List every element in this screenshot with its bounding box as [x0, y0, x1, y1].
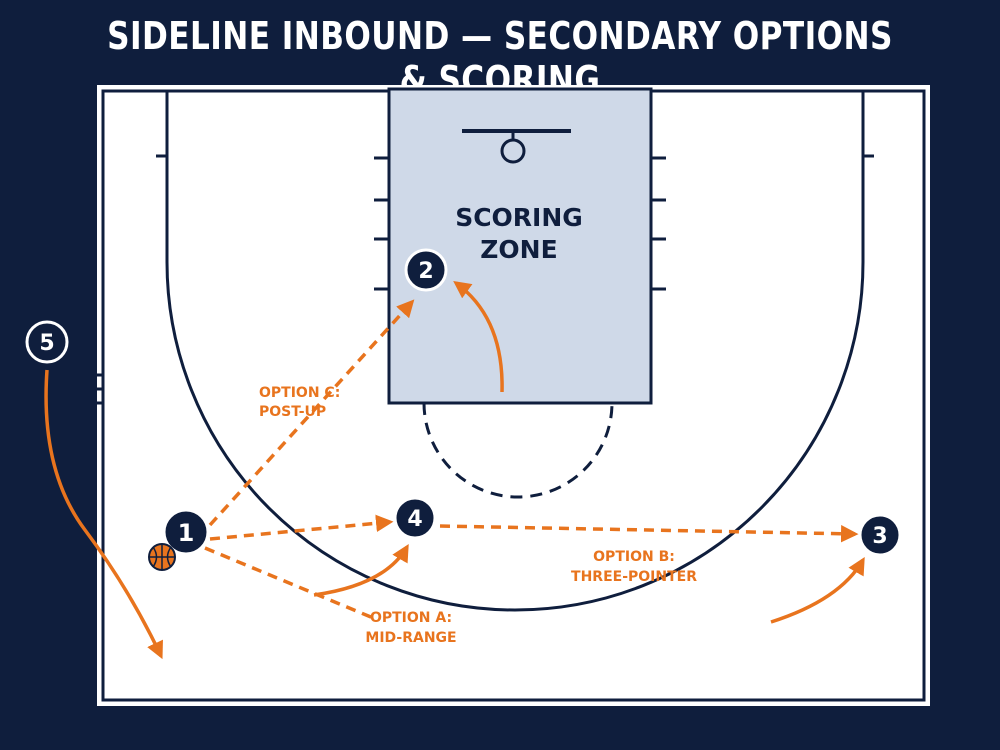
lane-hash-marks: [374, 156, 666, 291]
cut-player-five: [44, 369, 163, 660]
player-three: 3: [858, 513, 902, 557]
basketball-icon: [148, 543, 176, 571]
option-b-label: THREE-POINTER: [571, 569, 697, 585]
svg-text:3: 3: [872, 524, 887, 549]
player-two: 2: [404, 248, 448, 292]
pass-to-four: [209, 514, 394, 541]
cut-player-three: [770, 556, 865, 624]
pass-option-b: [439, 524, 859, 543]
cut-player-two: [453, 280, 504, 393]
svg-text:2: 2: [418, 259, 433, 284]
pass-option-a: [204, 546, 379, 622]
svg-text:1: 1: [178, 519, 195, 547]
option-c-label: POST-UP: [259, 404, 326, 420]
scoring-zone-label: ZONE: [480, 235, 557, 264]
diagram-title: SIDELINE INBOUND — SECONDARY OPTIONS & S…: [107, 14, 893, 102]
svg-text:5: 5: [39, 331, 54, 356]
option-c-label: OPTION C:: [259, 385, 340, 401]
option-a-label: MID-RANGE: [365, 630, 456, 646]
svg-text:4: 4: [407, 507, 422, 532]
scoring-zone-label: SCORING: [455, 203, 583, 232]
hoop-icon: [462, 129, 571, 164]
player-one: 1: [162, 508, 210, 556]
player-five: 5: [25, 320, 69, 364]
option-b-label: OPTION B:: [593, 549, 675, 565]
cut-player-four: [313, 543, 409, 597]
player-four: 4: [393, 496, 437, 540]
option-a-label: OPTION A:: [370, 610, 452, 626]
free-throw-circle: [422, 402, 614, 499]
three-point-line: [165, 91, 865, 612]
